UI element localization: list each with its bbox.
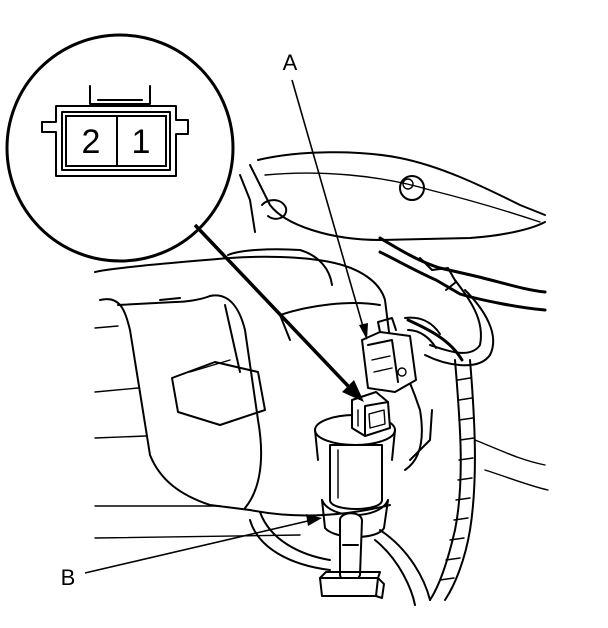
wiring-harness — [378, 236, 549, 601]
connector-a — [361, 316, 441, 393]
body-panel-upper — [239, 151, 546, 241]
callout-a-leader — [291, 79, 368, 340]
washer-reservoir — [94, 248, 433, 539]
washer-pump — [249, 391, 431, 606]
pin-1-label: 1 — [132, 123, 151, 161]
connector-face-view — [41, 85, 189, 177]
detail-leader-arrow — [193, 223, 364, 402]
callout-b-label: B — [61, 565, 76, 590]
callout-b-leader — [84, 514, 322, 574]
pin-2-label: 2 — [82, 123, 101, 161]
callout-a-label: A — [283, 50, 298, 75]
